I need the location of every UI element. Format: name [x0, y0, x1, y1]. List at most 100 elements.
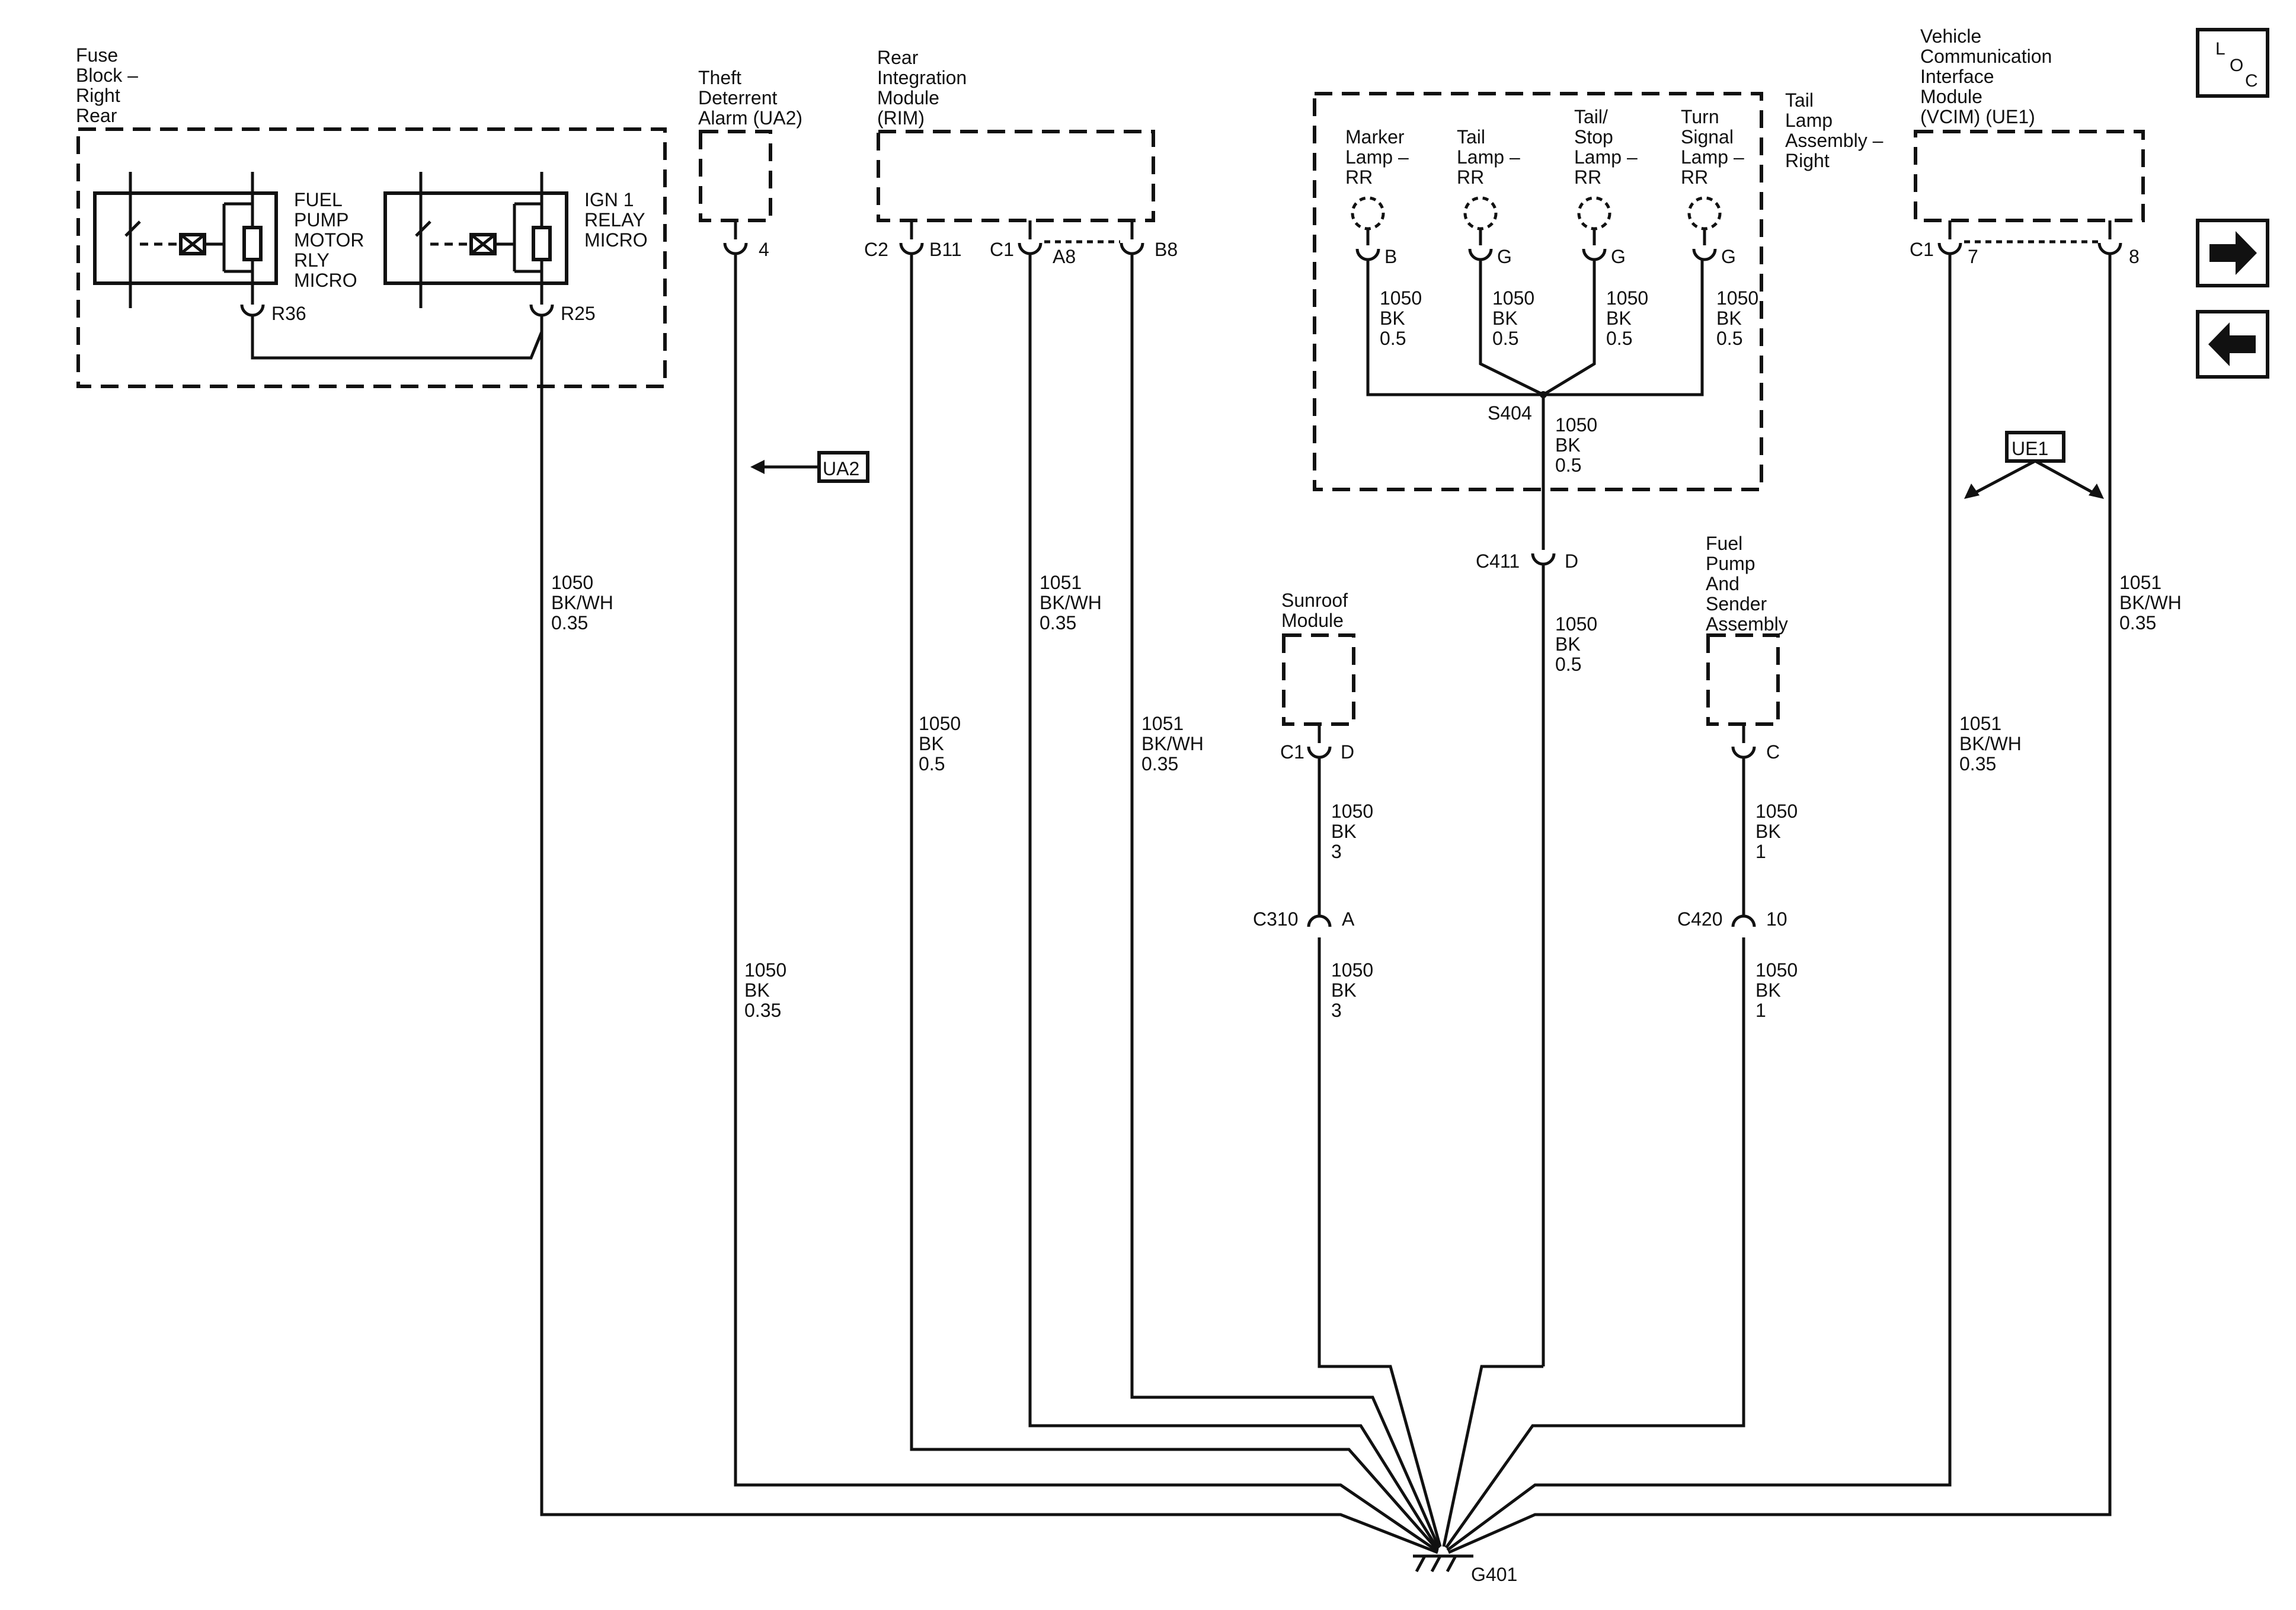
label-line: Right: [1785, 150, 1830, 171]
label-line: Stop: [1574, 126, 1613, 148]
pin-c411-d: D: [1565, 550, 1578, 572]
label-line: 0.5: [1380, 328, 1406, 349]
label-line: Module: [1920, 86, 1982, 107]
label-line: Fuse: [76, 44, 118, 66]
terminal-ua2-4: [723, 242, 748, 255]
label-line: MICRO: [584, 229, 648, 251]
label-line: BK: [744, 980, 770, 1001]
connector-c411: [1531, 553, 1556, 566]
label-line: 1051: [1141, 713, 1184, 734]
lamp-wires: [1366, 258, 1704, 396]
label-line: 0.35: [1959, 753, 1996, 774]
previous-arrow-icon[interactable]: [2196, 310, 2269, 379]
label-line: 1050: [919, 713, 961, 734]
pin-rim-a8: A8: [1053, 246, 1076, 267]
label-line: 0.5: [1606, 328, 1632, 349]
terminal-r25: [529, 304, 554, 317]
label-line: RR: [1457, 167, 1484, 188]
label-line: Lamp –: [1457, 146, 1520, 168]
tail-lamp-assembly-outline: [1313, 92, 1763, 491]
label-line: 0.35: [744, 1000, 781, 1021]
label-line: BK/WH: [551, 592, 613, 613]
label-line: MOTOR: [294, 229, 364, 251]
label-line: Marker: [1345, 126, 1405, 148]
fuel-pump-relay: [93, 172, 278, 308]
pin-c420-10: 10: [1766, 908, 1787, 930]
label-line: BK: [919, 733, 944, 754]
label-line: Theft: [698, 67, 741, 88]
terminal-vcim-7: [1937, 242, 1962, 255]
pin-lamp-g1: G: [1497, 246, 1512, 267]
label-line: Rear: [76, 105, 117, 126]
label-line: Signal: [1681, 126, 1734, 148]
label-line: 1: [1755, 1000, 1766, 1021]
label-line: Integration: [877, 67, 967, 88]
label-line: BK: [1331, 821, 1357, 842]
label-line: IGN 1: [584, 189, 634, 210]
pin-sunroof-c1: C1: [1280, 741, 1304, 763]
label-line: 1050: [1606, 287, 1648, 309]
terminal-fuel-pump: [1731, 746, 1756, 759]
label-line: 0.5: [1555, 654, 1581, 675]
label-line: Assembly: [1706, 613, 1788, 635]
label-line: 0.35: [1141, 753, 1178, 774]
terminal-rim-b8: [1120, 242, 1144, 255]
loc-c: C: [2245, 71, 2258, 91]
label-line: Vehicle: [1920, 25, 1981, 47]
label-line: Lamp –: [1345, 146, 1409, 168]
pin-c411: C411: [1476, 550, 1520, 572]
pin-rim-b11: B11: [929, 239, 962, 260]
pin-lamp-b: B: [1384, 246, 1397, 267]
pin-ua2-4: 4: [759, 239, 769, 260]
label-line: BK: [1331, 980, 1357, 1001]
pin-r36: R36: [271, 303, 306, 324]
label-line: Alarm (UA2): [698, 107, 802, 129]
label-line: Right: [76, 85, 120, 106]
label-line: Sender: [1706, 593, 1767, 614]
label-line: 1050: [744, 959, 786, 981]
label-line: Assembly –: [1785, 130, 1884, 151]
label-line: (VCIM) (UE1): [1920, 106, 2035, 127]
label-line: 1051: [1040, 572, 1082, 593]
pin-rim-c2: C2: [864, 239, 888, 260]
label-line: Turn: [1681, 106, 1719, 127]
label-line: BK: [1492, 308, 1518, 329]
label-line: BK: [1716, 308, 1742, 329]
label-line: Lamp –: [1574, 146, 1638, 168]
label-line: 0.5: [1716, 328, 1742, 349]
connector-c310: [1307, 914, 1332, 927]
loc-icon[interactable]: L O C: [2196, 28, 2269, 98]
label-line: Communication: [1920, 46, 2052, 67]
ref-ue1: UE1: [2012, 438, 2048, 459]
ground-wires: [540, 254, 2112, 1554]
pin-c420: C420: [1677, 908, 1723, 930]
next-arrow-icon[interactable]: [2196, 219, 2269, 287]
pin-lamp-g3: G: [1721, 246, 1736, 267]
label-line: RELAY: [584, 209, 645, 231]
label-line: 1050: [1331, 959, 1373, 981]
fuel-pump-sender-outline: [1706, 633, 1780, 726]
label-line: 0.5: [919, 753, 945, 774]
label-line: 0.5: [1555, 454, 1581, 476]
label-line: Lamp: [1785, 110, 1833, 131]
label-line: 1050: [1755, 801, 1798, 822]
label-line: 0.35: [551, 612, 588, 633]
label-line: BK/WH: [1959, 733, 2022, 754]
